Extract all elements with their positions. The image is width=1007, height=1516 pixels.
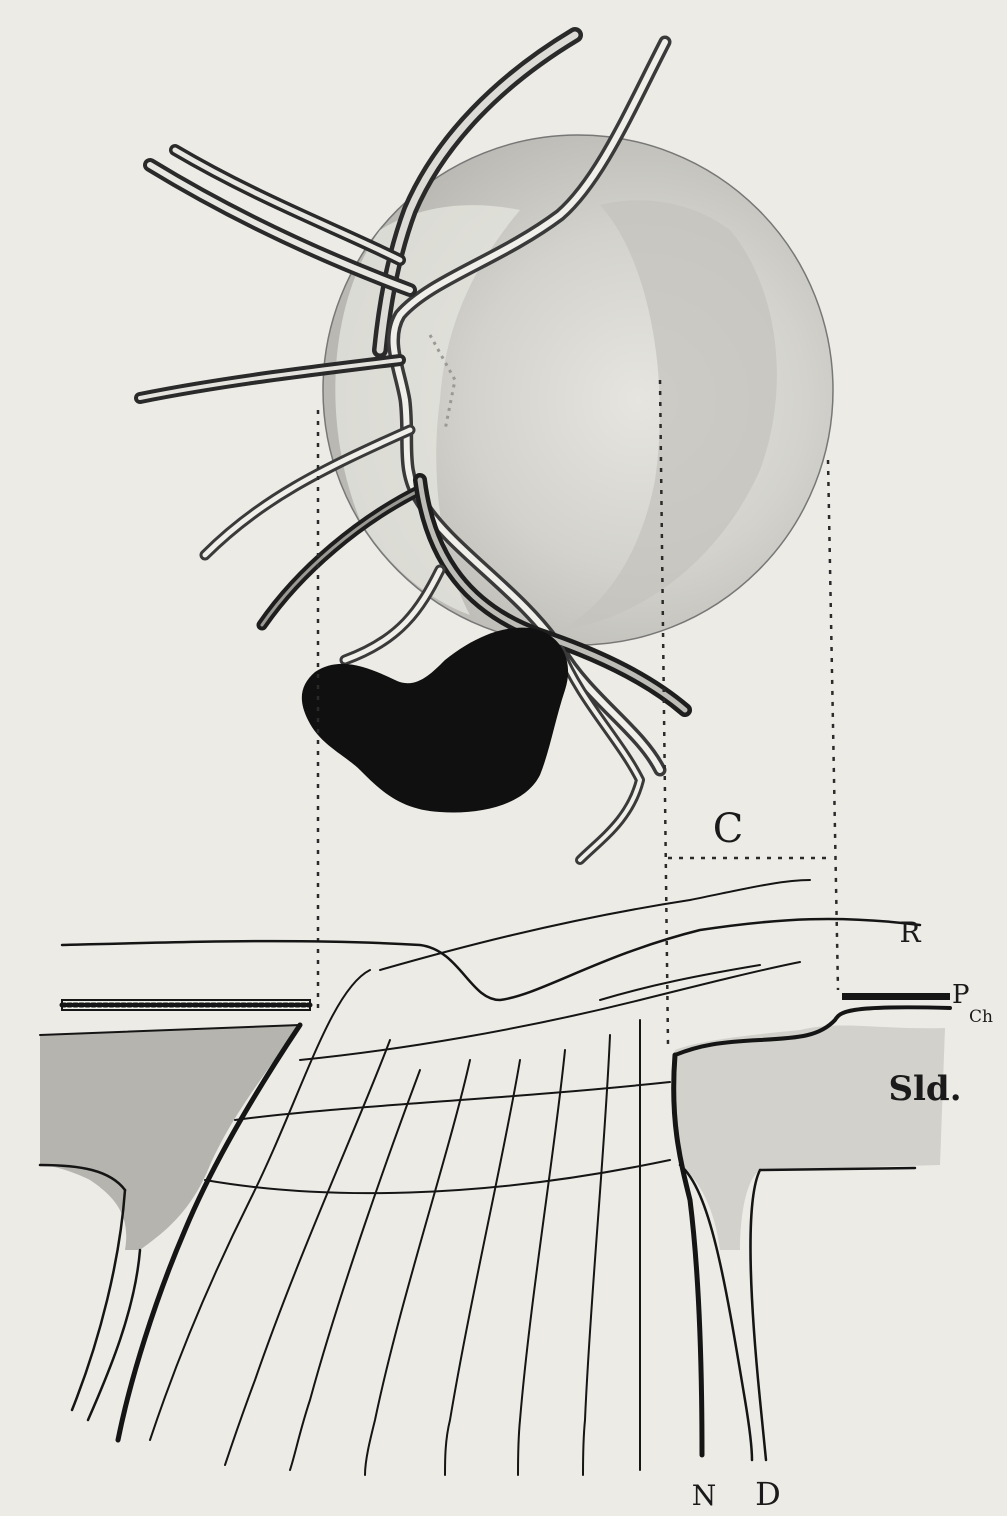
label-p: P bbox=[952, 980, 970, 1010]
sclera-left bbox=[40, 1025, 300, 1250]
projection-line-right bbox=[828, 460, 838, 990]
retina-surface bbox=[62, 919, 920, 1000]
label-d: D bbox=[755, 1475, 781, 1513]
vessel-lower-branch bbox=[560, 650, 640, 860]
vessel-left-bundle bbox=[150, 150, 410, 290]
pigment-band-right bbox=[842, 993, 950, 1000]
label-n: N bbox=[692, 1479, 717, 1512]
sheath-left-outer bbox=[72, 1190, 125, 1410]
hemorrhage-blot bbox=[302, 628, 568, 813]
cross-section bbox=[40, 880, 950, 1475]
label-sld: Sld. bbox=[888, 1069, 961, 1109]
sheath-right-inner bbox=[751, 1170, 766, 1460]
sclera-right bbox=[672, 1025, 945, 1250]
label-c: C bbox=[713, 806, 744, 852]
label-r: R bbox=[899, 916, 921, 949]
sheath-left-inner bbox=[88, 1250, 140, 1420]
label-p-subscript: Ch bbox=[969, 1007, 993, 1027]
